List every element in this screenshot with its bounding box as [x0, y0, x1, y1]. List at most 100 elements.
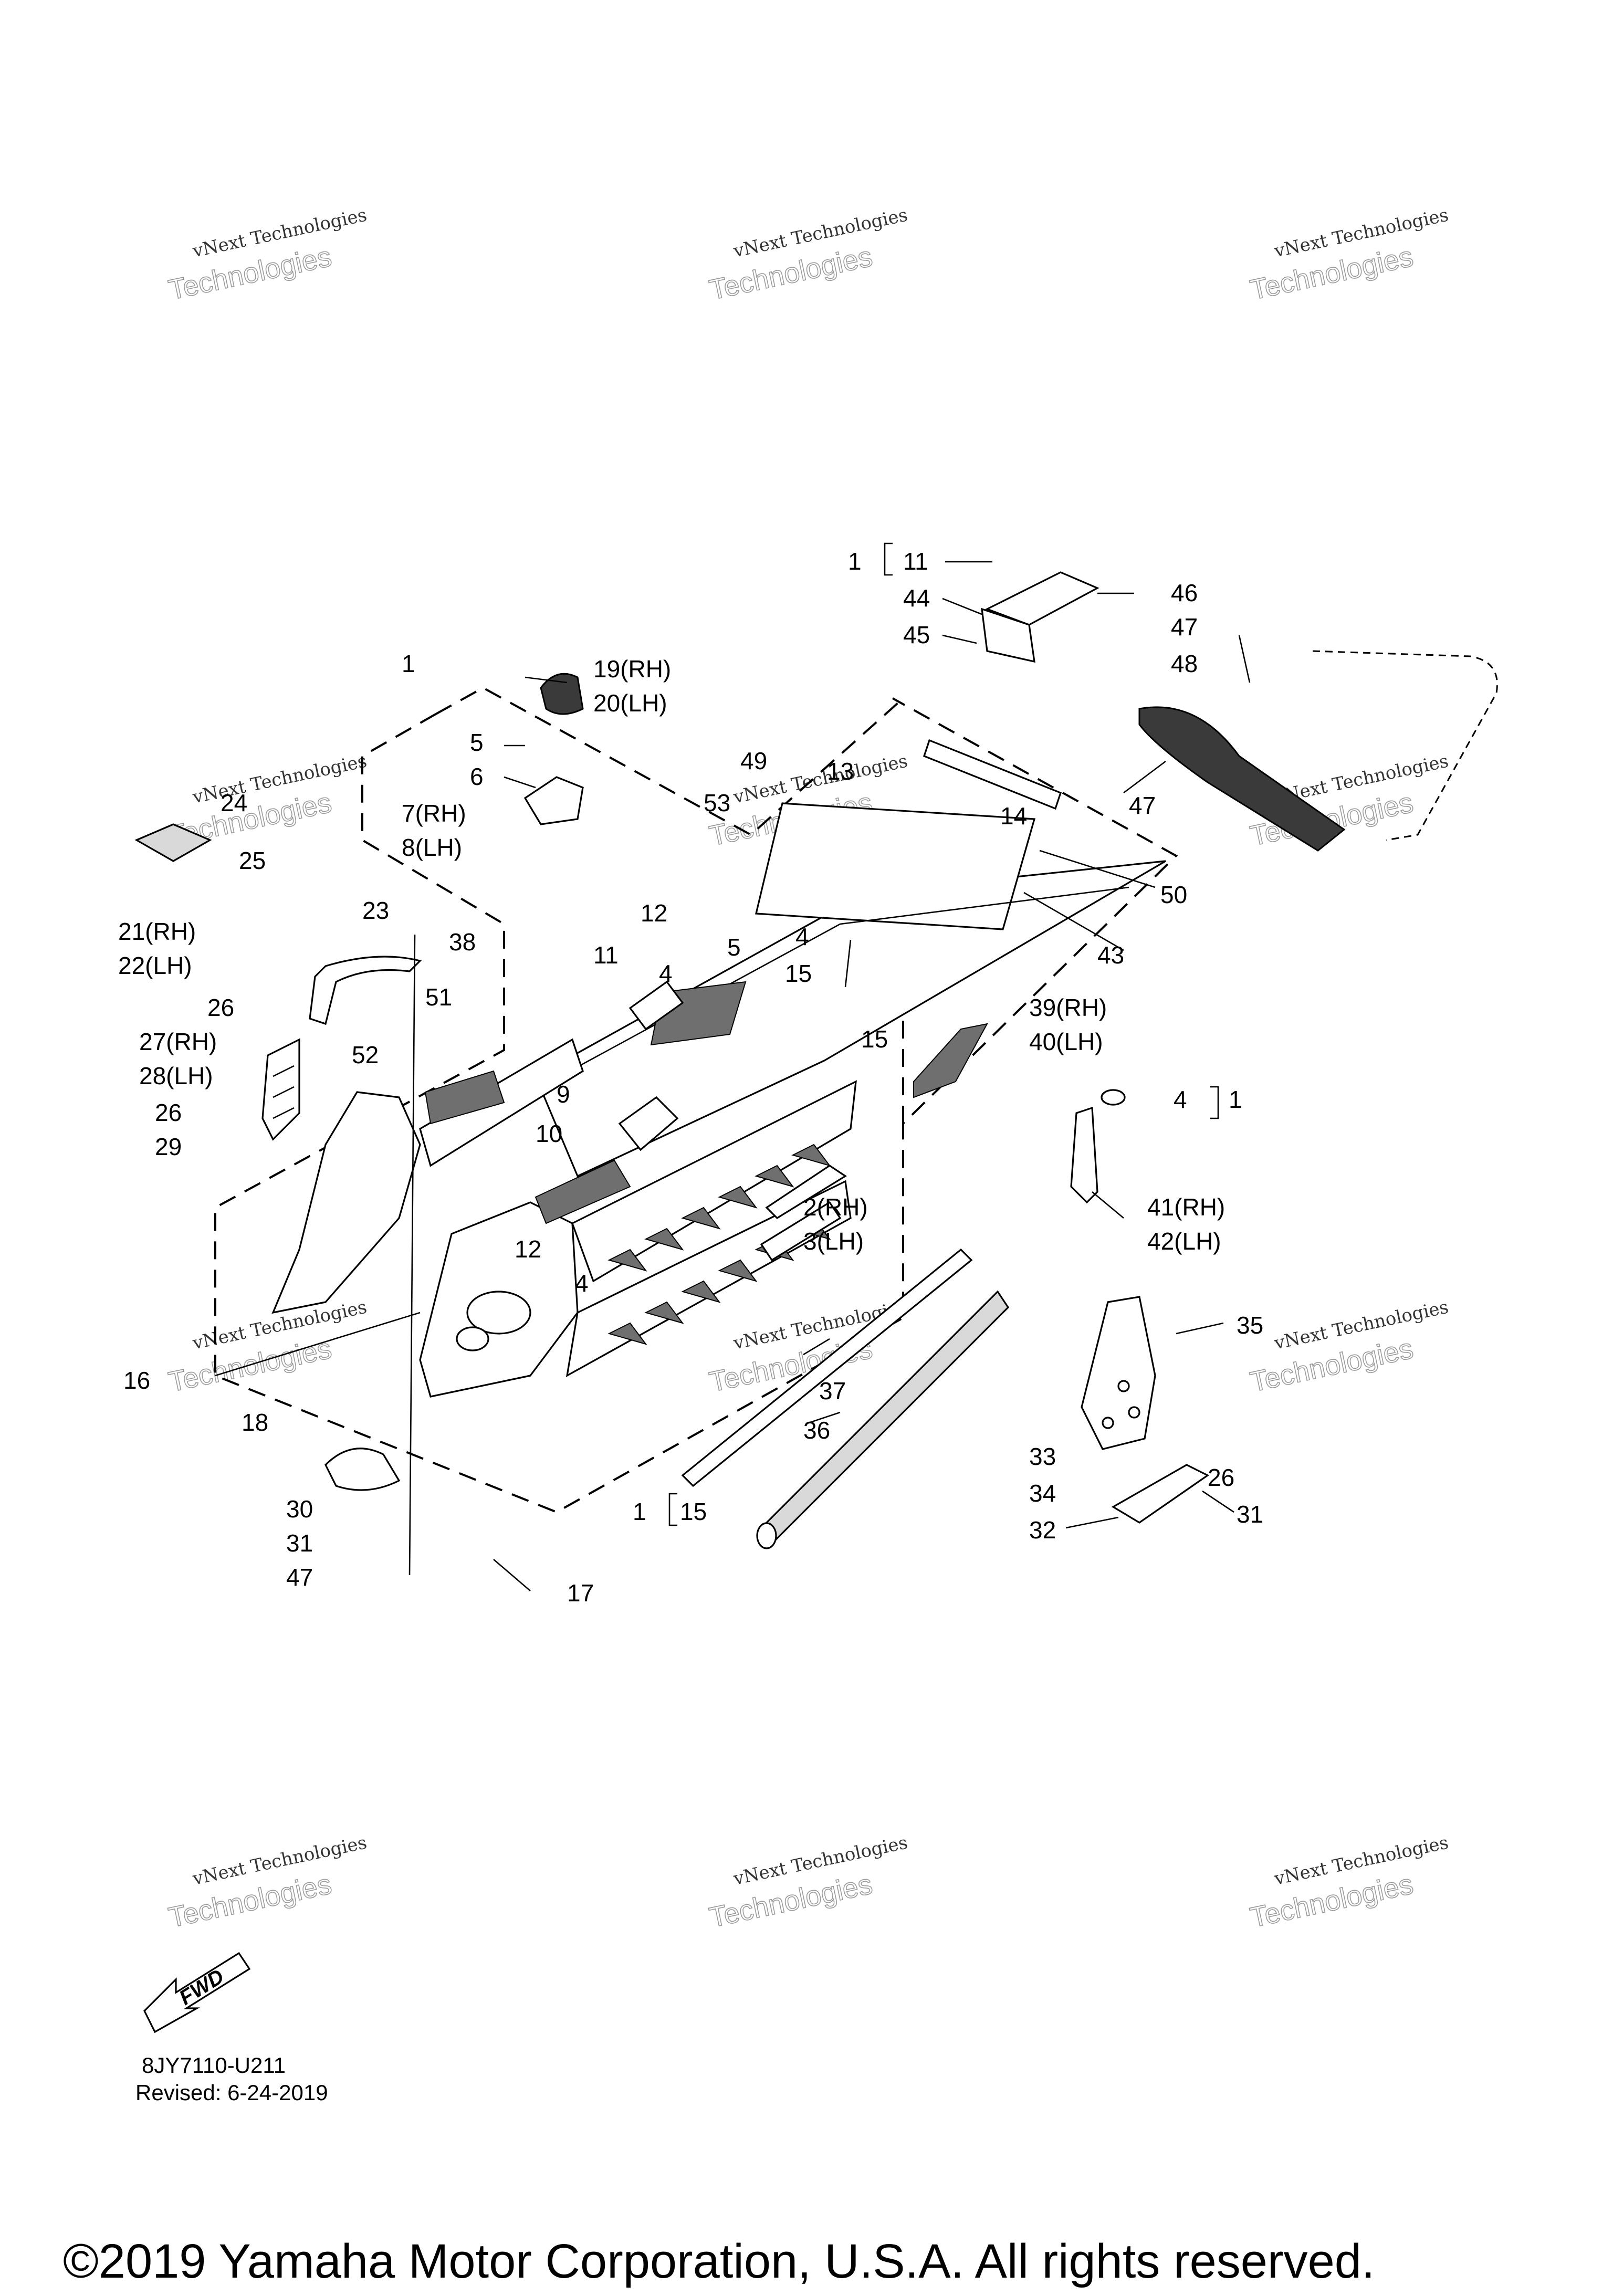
traction-pad [424, 1070, 505, 1125]
callout-34: 34 [1029, 1480, 1056, 1507]
callout-6: 6 [470, 763, 484, 790]
callout-4: 4 [575, 1270, 589, 1297]
part-2-3 [765, 1165, 847, 1220]
part-14 [923, 739, 1062, 810]
callout-11: 11 [593, 941, 619, 969]
callout-24: 24 [221, 789, 247, 816]
callout-46: 46 [1171, 579, 1198, 606]
callout-12: 12 [515, 1235, 541, 1263]
callout-9: 9 [557, 1081, 570, 1108]
part-41-42 [1070, 1089, 1126, 1204]
svg-text:Technologies: Technologies [1248, 1868, 1416, 1933]
callout-42: 42(LH) [1147, 1228, 1221, 1255]
callout-51: 51 [425, 983, 452, 1011]
watermark: vNext Technologies Technologies [1247, 1832, 1450, 1934]
callout-7: 7(RH) [402, 800, 466, 827]
callout-26: 26 [207, 994, 234, 1021]
fwd-arrow-icon: FWD [143, 1952, 251, 2033]
watermark: vNext Technologies Technologies [1247, 204, 1450, 306]
callout-20: 20(LH) [593, 689, 667, 717]
callout-28: 28(LH) [139, 1062, 213, 1089]
callout-1: 1 [633, 1498, 646, 1525]
part-32 [1111, 1464, 1210, 1524]
part-35 [1081, 1296, 1156, 1450]
callout-16: 16 [123, 1367, 150, 1394]
callout-11: 11 [903, 548, 928, 575]
group-brackets [668, 542, 1219, 1526]
callout-22: 22(LH) [118, 952, 192, 979]
part-21-22 [309, 956, 422, 1025]
part-39-40 [913, 1023, 988, 1098]
callout-4: 4 [795, 923, 809, 950]
watermark: vNext Technologies Technologies [165, 1832, 369, 1934]
svg-text:Technologies: Technologies [707, 1868, 875, 1933]
callout-1: 1 [1229, 1086, 1242, 1113]
callout-5: 5 [727, 934, 741, 961]
watermark: vNext Technologies Technologies [165, 204, 369, 306]
callout-35: 35 [1237, 1312, 1263, 1339]
callout-37: 37 [819, 1377, 846, 1404]
revised-date: Revised: 6-24-2019 [135, 2080, 328, 2105]
part-7-8 [523, 776, 584, 825]
part-48 [1138, 706, 1346, 852]
running-board-lattice [608, 1144, 831, 1345]
callout-32: 32 [1029, 1516, 1056, 1544]
callout-36: 36 [803, 1417, 830, 1444]
callout-2: 2(RH) [803, 1193, 868, 1221]
callout-26: 26 [1208, 1464, 1234, 1491]
svg-text:Technologies: Technologies [707, 240, 875, 306]
part-44-46 [981, 571, 1099, 663]
callout-38: 38 [449, 928, 476, 956]
callout-13: 13 [827, 758, 854, 785]
part-19-20 [540, 673, 584, 715]
callout-4: 4 [1174, 1086, 1187, 1113]
callout-21: 21(RH) [118, 918, 196, 945]
callout-33: 33 [1029, 1443, 1056, 1470]
watermark: vNext Technologies Technologies [1247, 1296, 1450, 1398]
callout-50: 50 [1160, 881, 1187, 908]
callout-39: 39(RH) [1029, 994, 1107, 1021]
callout-19: 19(RH) [593, 655, 671, 683]
callout-14: 14 [1000, 802, 1027, 830]
callout-40: 40(LH) [1029, 1028, 1103, 1055]
callout-29: 29 [155, 1133, 182, 1160]
callout-17: 17 [567, 1579, 594, 1607]
leader-lines [215, 561, 1251, 1591]
callout-25: 25 [239, 847, 266, 874]
callout-12: 12 [641, 899, 667, 927]
part-27-28 [261, 1038, 300, 1141]
callout-47: 47 [1129, 792, 1156, 819]
callout-3: 3(LH) [803, 1228, 864, 1255]
callout-18: 18 [242, 1409, 268, 1436]
svg-text:Technologies: Technologies [1248, 240, 1416, 306]
callout-53: 53 [704, 789, 730, 816]
callout-10: 10 [536, 1120, 562, 1147]
callout-1: 1 [848, 548, 862, 575]
callout-31: 31 [1237, 1501, 1263, 1528]
rail-36 [756, 1290, 1010, 1549]
watermark: vNext Technologies Technologies [706, 1832, 909, 1934]
callout-5: 5 [470, 729, 484, 756]
callout-44: 44 [903, 584, 930, 612]
callout-47: 47 [1171, 613, 1198, 641]
copyright: ©2019 Yamaha Motor Corporation, U.S.A. A… [63, 2235, 1375, 2288]
part-30 [324, 1448, 401, 1491]
callout-49: 49 [740, 747, 767, 774]
doc-code: 8JY7110-U211 [142, 2053, 286, 2078]
callout-8: 8(LH) [402, 834, 462, 861]
watermark: vNext Technologies Technologies [706, 204, 909, 306]
callout-41: 41(RH) [1147, 1193, 1225, 1221]
callout-26: 26 [155, 1099, 182, 1126]
callout-27: 27(RH) [139, 1028, 217, 1055]
svg-text:Technologies: Technologies [166, 1868, 334, 1933]
callout-48: 48 [1171, 650, 1198, 677]
callout-15: 15 [785, 960, 812, 987]
callout-31: 31 [286, 1529, 313, 1557]
tunnel-frame [271, 802, 1166, 1398]
watermark: vNext Technologies Technologies [165, 1296, 369, 1398]
traction-pad [535, 1159, 631, 1224]
callout-15: 15 [680, 1498, 707, 1525]
svg-text:Technologies: Technologies [166, 240, 334, 306]
callout-43: 43 [1097, 941, 1124, 969]
